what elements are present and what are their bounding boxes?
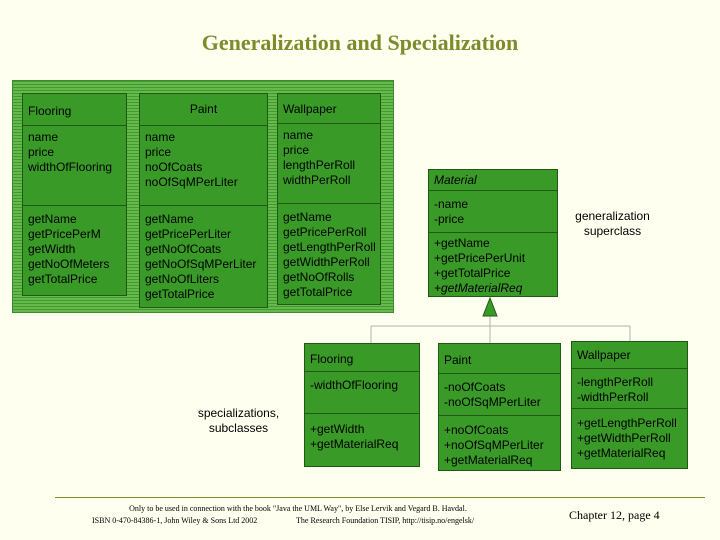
class-attributes: -name -price [429, 191, 557, 233]
footer-line-2b: The Research Foundation TISIP, http://ti… [296, 516, 475, 525]
operation: getWidth [28, 242, 76, 256]
class-attributes: name price lengthPerRoll widthPerRoll [278, 124, 380, 204]
class-attributes: name price noOfCoats noOfSqMPerLiter [140, 126, 267, 206]
operation: +getWidthPerRoll [577, 431, 671, 445]
class-name: Flooring [305, 344, 419, 372]
operation: getNoOfCoats [145, 242, 222, 256]
slide-title: Generalization and Specialization [201, 30, 519, 55]
attribute: widthOfFlooring [28, 160, 113, 174]
attribute: lengthPerRoll [283, 158, 356, 172]
operation: +getLengthPerRoll [577, 416, 677, 430]
class-attributes: -lengthPerRoll -widthPerRoll [572, 369, 687, 409]
class-flooring-old: Flooring name price widthOfFlooring getN… [22, 93, 127, 296]
operation: +getMaterialReq [444, 453, 533, 467]
operation: +getPricePerUnit [434, 251, 526, 265]
label-line: subclasses [208, 421, 269, 435]
class-paint-old: Paint name price noOfCoats noOfSqMPerLit… [139, 93, 268, 308]
generalization-arrowhead [482, 296, 498, 317]
operation: +getName [434, 236, 490, 250]
attribute: price [145, 145, 172, 159]
class-name: Paint [439, 344, 560, 374]
operation: +getTotalPrice [434, 266, 511, 280]
attribute: name [145, 130, 176, 144]
operation: getWidthPerRoll [283, 255, 370, 269]
class-name: Paint [140, 94, 267, 126]
operation: getTotalPrice [145, 287, 215, 301]
class-operations: getName getPricePerM getWidth getNoOfMet… [23, 206, 126, 291]
operation: getPricePerM [28, 227, 101, 241]
attribute: -name [434, 197, 469, 211]
attribute: -noOfSqMPerLiter [444, 395, 541, 409]
attribute: -widthPerRoll [577, 390, 649, 404]
class-operations: getName getPricePerLiter getNoOfCoats ge… [140, 206, 267, 306]
class-operations: getName getPricePerRoll getLengthPerRoll… [278, 204, 380, 304]
class-operations: +getName +getPricePerUnit +getTotalPrice… [429, 233, 557, 300]
class-material-superclass: Material -name -price +getName +getPrice… [428, 169, 558, 297]
label-line: specializations, [197, 406, 280, 420]
operation: +noOfSqMPerLiter [444, 438, 544, 452]
class-name: Wallpaper [278, 94, 380, 124]
class-flooring-sub: Flooring -widthOfFlooring +getWidth +get… [304, 343, 420, 467]
class-name: Material [429, 170, 557, 191]
operation: getNoOfLiters [145, 272, 220, 286]
operation: +getMaterialReq [577, 446, 666, 460]
attribute: -noOfCoats [444, 380, 506, 394]
attribute: price [283, 143, 310, 157]
attribute: -price [434, 212, 465, 226]
label-line: generalization [575, 209, 650, 223]
operation: getTotalPrice [28, 272, 98, 286]
class-attributes: name price widthOfFlooring [23, 126, 126, 206]
operation: +getMaterialReq [310, 437, 399, 451]
attribute: price [28, 145, 55, 159]
operation: getName [283, 210, 332, 224]
operation: getNoOfRolls [283, 270, 355, 284]
class-operations: +getWidth +getMaterialReq [305, 414, 419, 456]
operation: getNoOfMeters [28, 257, 110, 271]
page-number: Chapter 12, page 4 [569, 508, 660, 522]
operation: +getMaterialReq [434, 281, 523, 295]
footer-divider [55, 497, 705, 498]
class-paint-sub: Paint -noOfCoats -noOfSqMPerLiter +noOfC… [438, 343, 561, 471]
attribute: name [283, 128, 314, 142]
class-attributes: -noOfCoats -noOfSqMPerLiter [439, 374, 560, 416]
class-operations: +getLengthPerRoll +getWidthPerRoll +getM… [572, 409, 687, 465]
operation: getNoOfSqMPerLiter [145, 257, 257, 271]
attribute: noOfSqMPerLiter [145, 175, 238, 189]
subclass-label: specializations, subclasses [186, 406, 291, 436]
footer-line-2: ISBN 0-470-84386-1, John Wiley & Sons Lt… [92, 516, 258, 525]
operation: getName [145, 212, 194, 226]
attribute: -widthOfFlooring [310, 378, 399, 392]
class-attributes: -widthOfFlooring [305, 372, 419, 414]
class-wallpaper-sub: Wallpaper -lengthPerRoll -widthPerRoll +… [571, 341, 688, 469]
attribute: widthPerRoll [283, 173, 351, 187]
operation: getPricePerRoll [283, 225, 367, 239]
class-name: Wallpaper [572, 342, 687, 369]
label-line: superclass [583, 224, 642, 238]
operation: +noOfCoats [444, 423, 509, 437]
footer-line-1: Only to be used in connection with the b… [129, 504, 467, 513]
class-wallpaper-old: Wallpaper name price lengthPerRoll width… [277, 93, 381, 305]
class-operations: +noOfCoats +noOfSqMPerLiter +getMaterial… [439, 416, 560, 472]
operation: getLengthPerRoll [283, 240, 376, 254]
operation: +getWidth [310, 422, 365, 436]
attribute: noOfCoats [145, 160, 203, 174]
superclass-label: generalization superclass [565, 209, 660, 239]
class-name: Flooring [23, 94, 126, 126]
attribute: -lengthPerRoll [577, 375, 654, 389]
operation: getTotalPrice [283, 285, 353, 299]
attribute: name [28, 130, 59, 144]
operation: getPricePerLiter [145, 227, 232, 241]
operation: getName [28, 212, 77, 226]
